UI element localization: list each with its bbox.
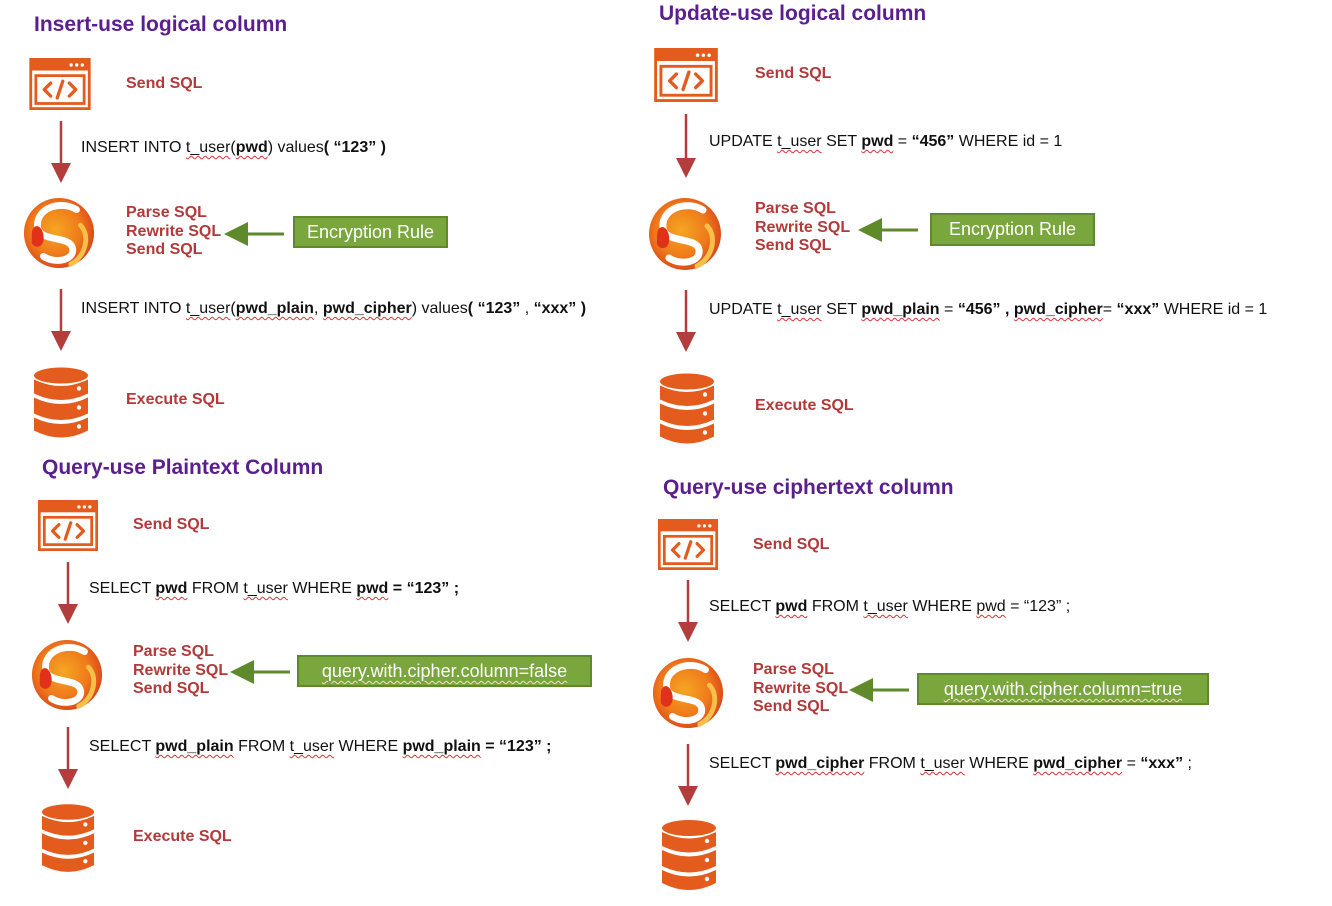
arrow-down <box>51 289 71 351</box>
cipher-config-box: query.with.cipher.column=true <box>917 673 1209 705</box>
code-window-icon <box>657 519 719 570</box>
arrow-down <box>58 727 78 789</box>
send-sql-label: Send SQL <box>753 698 830 715</box>
code-window-icon <box>653 48 719 102</box>
rewrite-sql-label: Rewrite SQL <box>126 222 222 240</box>
encryption-rule-box: Encryption Rule <box>930 213 1095 246</box>
database-icon <box>34 367 88 438</box>
arrow-down <box>676 290 696 352</box>
arrow-left <box>858 218 918 242</box>
encryption-rule-box: Encryption Rule <box>293 216 448 248</box>
parse-sql-label: Parse SQL <box>753 661 834 678</box>
sql-rewritten: SELECT pwd_cipher FROM t_user WHERE pwd_… <box>709 755 1192 772</box>
arrow-down <box>58 562 78 624</box>
send-sql-label: Send SQL <box>126 75 203 92</box>
proxy-steps: Parse SQL Rewrite SQL Send SQL <box>753 661 848 717</box>
parse-sql-label: Parse SQL <box>133 643 214 660</box>
send-sql-label: Send SQL <box>126 241 203 258</box>
parse-sql-label: Parse SQL <box>755 200 836 217</box>
panel-title: Insert-use logical column <box>34 13 288 36</box>
shardingsphere-logo-icon <box>651 656 725 730</box>
rewrite-sql-label: Rewrite SQL <box>753 679 849 697</box>
arrow-left <box>230 660 290 684</box>
code-window-icon <box>37 500 99 551</box>
database-icon <box>660 373 714 444</box>
sql-rewritten: UPDATE t_user SET pwd_plain = “456” , pw… <box>709 301 1268 318</box>
shardingsphere-logo-icon <box>30 638 104 712</box>
send-sql-label: Send SQL <box>133 680 210 697</box>
cipher-config-box: query.with.cipher.column=false <box>297 655 592 687</box>
sql-original: SELECT pwd FROM t_user WHERE pwd = “123”… <box>709 598 1071 615</box>
database-icon <box>662 820 716 890</box>
sql-rewritten: SELECT pwd_plain FROM t_user WHERE pwd_p… <box>89 738 552 755</box>
arrow-down <box>51 121 71 183</box>
arrow-down <box>678 580 698 642</box>
arrow-down <box>676 114 696 178</box>
arrow-down <box>678 744 698 806</box>
proxy-steps: Parse SQL Rewrite SQL Send SQL <box>133 643 228 699</box>
proxy-steps: Parse SQL Rewrite SQL Send SQL <box>755 200 850 256</box>
proxy-steps: Parse SQL Rewrite SQL Send SQL <box>126 204 221 260</box>
execute-sql-label: Execute SQL <box>133 828 232 845</box>
rewrite-sql-label: Rewrite SQL <box>133 661 229 679</box>
panel-title: Query-use ciphertext column <box>663 476 954 499</box>
rewrite-sql-label: Rewrite SQL <box>755 218 851 236</box>
send-sql-label: Send SQL <box>753 536 830 553</box>
shardingsphere-logo-icon <box>22 196 96 270</box>
sql-original: INSERT INTO t_user(pwd) values( “123” ) <box>81 139 386 156</box>
arrow-left <box>224 222 284 246</box>
send-sql-label: Send SQL <box>755 237 832 254</box>
send-sql-label: Send SQL <box>133 516 210 533</box>
sql-rewritten: INSERT INTO t_user(pwd_plain, pwd_cipher… <box>81 300 587 317</box>
sql-original: SELECT pwd FROM t_user WHERE pwd = “123”… <box>89 580 460 597</box>
code-window-icon <box>29 58 91 110</box>
panel-title: Query-use Plaintext Column <box>42 456 324 479</box>
parse-sql-label: Parse SQL <box>126 204 207 221</box>
shardingsphere-logo-icon <box>647 196 723 272</box>
execute-sql-label: Execute SQL <box>755 397 854 414</box>
arrow-left <box>849 678 909 702</box>
execute-sql-label: Execute SQL <box>126 391 225 408</box>
sql-original: UPDATE t_user SET pwd = “456” WHERE id =… <box>709 133 1063 150</box>
panel-title: Update-use logical column <box>659 2 927 25</box>
send-sql-label: Send SQL <box>755 65 832 82</box>
database-icon <box>41 804 95 872</box>
